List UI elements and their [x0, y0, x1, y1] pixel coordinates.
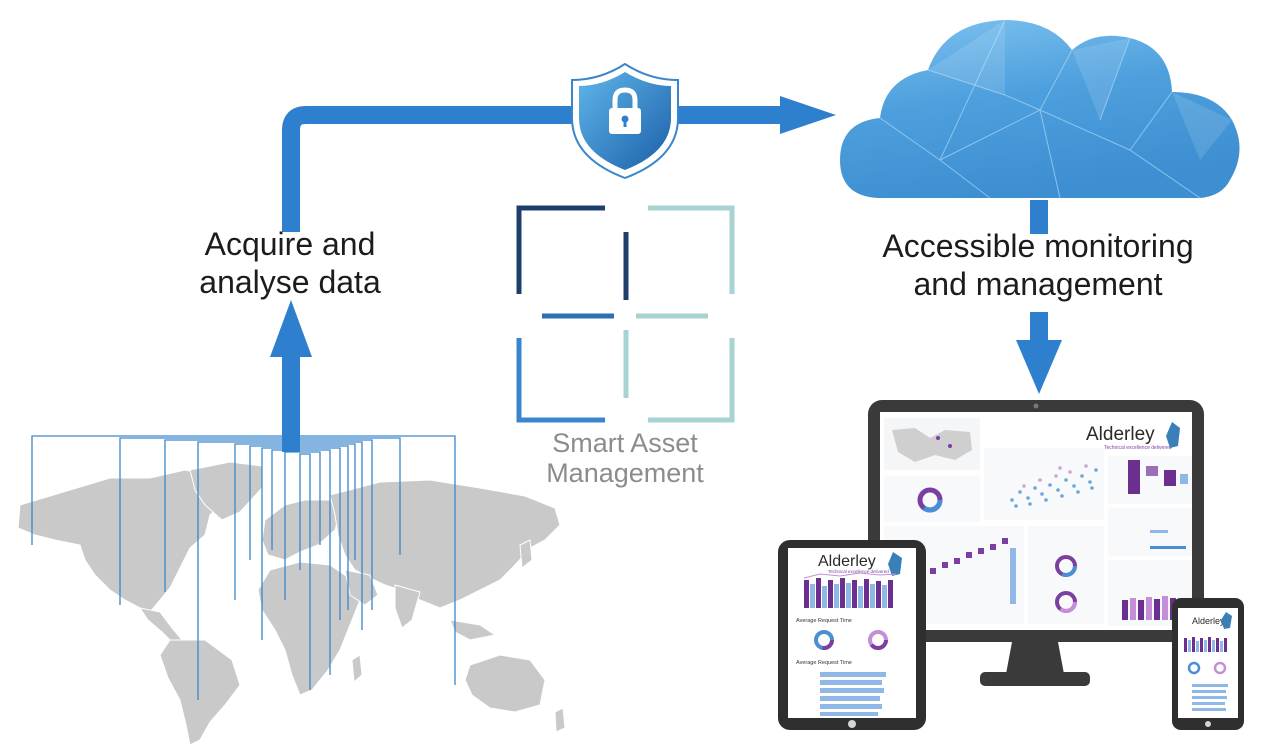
- lock-icon: [609, 87, 641, 134]
- phone-brand: Alderley: [1192, 616, 1225, 626]
- sam-label: Smart Asset Management: [505, 428, 745, 488]
- tablet-tagline: Technical excellence delivered: [828, 569, 889, 574]
- world-map-icon: [17, 461, 566, 746]
- access-label-line2: and management: [913, 265, 1163, 302]
- monitor-device: Alderley Technical excellence delivered: [868, 400, 1204, 686]
- kingfisher-icon: [1166, 422, 1180, 448]
- phone-device: Alderley: [1172, 598, 1244, 730]
- monitor-tagline: Technical excellence delivered: [1104, 445, 1172, 451]
- shield-icon: [571, 62, 679, 180]
- tablet-brand: Alderley: [818, 553, 876, 570]
- acquire-label-line2: analyse data: [199, 263, 381, 300]
- monitoring-arrow: [1016, 200, 1062, 394]
- sam-label-line2: Management: [546, 458, 704, 489]
- tablet-avg-request-2: Average Request Time: [796, 660, 852, 666]
- tablet-device: Alderley Technical excellence delivered …: [778, 540, 926, 730]
- kingfisher-icon: [1221, 612, 1232, 629]
- sam-logo: [516, 205, 735, 423]
- sam-label-line1: Smart Asset: [552, 428, 698, 458]
- kingfisher-icon: [888, 552, 902, 576]
- acquire-label-line1: Acquire and: [204, 226, 376, 262]
- monitor-brand: Alderley: [1086, 424, 1155, 445]
- cloud-icon: [840, 19, 1240, 199]
- access-label: Accessible monitoring and management: [848, 228, 1228, 304]
- acquire-label: Acquire and analyse data: [150, 226, 430, 302]
- tablet-avg-request-1: Average Request Time: [796, 618, 852, 624]
- access-label-line1: Accessible monitoring: [882, 228, 1194, 264]
